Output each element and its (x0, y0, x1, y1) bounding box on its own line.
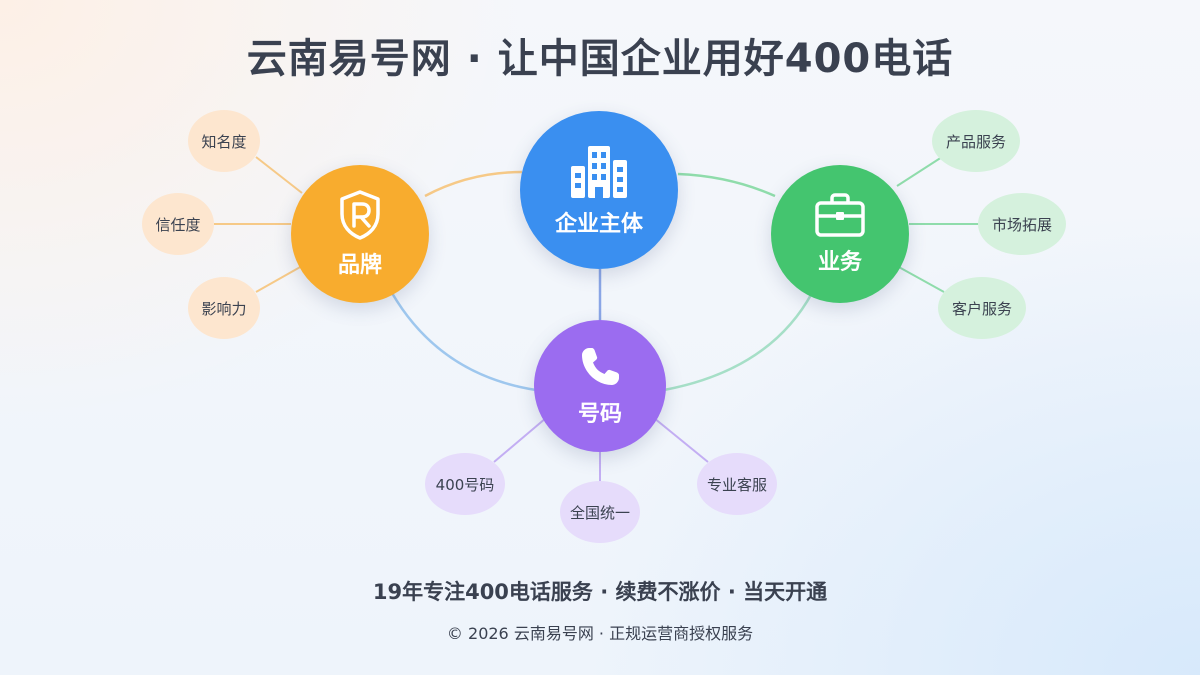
shield-r-icon (340, 190, 380, 240)
link-business-number (663, 292, 814, 392)
briefcase-icon (815, 193, 865, 237)
hub-number: 号码 (534, 320, 666, 452)
page-title: 云南易号网 · 让中国企业用好400电话 (246, 36, 954, 82)
link-brand-yingxiangli (255, 265, 303, 293)
footer-copyright: © 2026 云南易号网 · 正规运营商授权服务 (446, 624, 754, 643)
leaf-business-market: 市场拓展 (978, 193, 1066, 255)
hub-number-label: 号码 (577, 402, 622, 427)
link-brand-entity (424, 170, 523, 198)
link-entity-business (677, 172, 776, 198)
leaf-number-service: 专业客服 (697, 453, 777, 515)
phone-icon (582, 348, 619, 385)
hub-brand-label: 品牌 (337, 253, 382, 278)
leaf-number-400: 400号码 (425, 453, 505, 515)
leaf-number-nationwide: 全国统一 (560, 481, 640, 543)
buildings-icon (571, 146, 627, 198)
link-brand-number (390, 292, 537, 392)
hub-brand: 品牌 (291, 165, 429, 303)
link-brand-zhimingdu (255, 156, 303, 194)
link-number-kefu (653, 417, 709, 463)
leaf-brand-recognition: 知名度 (188, 110, 260, 172)
hub-business-label: 业务 (817, 250, 862, 275)
hub-entity-label: 企业主体 (554, 212, 643, 237)
leaf-brand-trust: 信任度 (142, 193, 214, 255)
hub-entity: 企业主体 (520, 111, 678, 269)
footer-tagline: 19年专注400电话服务 · 续费不涨价 · 当天开通 (372, 580, 828, 604)
link-business-chanpin (896, 156, 943, 187)
leaf-brand-influence: 影响力 (188, 277, 260, 339)
leaf-business-customer: 客户服务 (938, 277, 1026, 339)
leaf-business-product: 产品服务 (932, 110, 1020, 172)
hub-business: 业务 (771, 165, 909, 303)
link-number-400 (493, 417, 547, 463)
link-business-kehu (896, 265, 945, 293)
